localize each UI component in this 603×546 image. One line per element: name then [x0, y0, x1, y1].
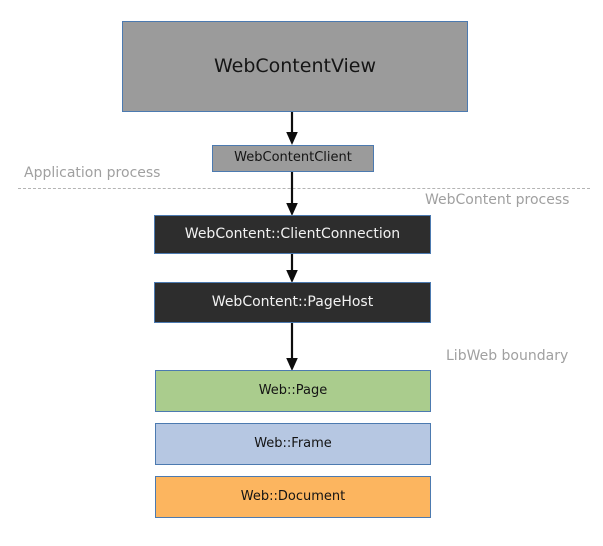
node-pagehost-label: WebContent::PageHost: [211, 294, 374, 311]
node-webcontentview[interactable]: WebContentView: [122, 21, 468, 112]
node-webpage-label: Web::Page: [258, 382, 328, 398]
process-boundary-divider: [18, 188, 590, 189]
node-webdocument-label: Web::Document: [240, 488, 346, 504]
node-webcontentclient[interactable]: WebContentClient: [212, 145, 374, 172]
connector-pagehost-to-webpage: [284, 322, 300, 372]
connector-webcontentclient-to-clientconnection: [284, 171, 300, 217]
label-application-process: Application process: [24, 165, 161, 181]
arrow-down-icon: [286, 322, 298, 371]
label-libweb-boundary: LibWeb boundary: [446, 348, 569, 364]
node-webframe-label: Web::Frame: [254, 435, 332, 451]
label-webcontent-process: WebContent process: [425, 192, 570, 208]
node-clientconnection-label: WebContent::ClientConnection: [184, 226, 401, 243]
node-webframe[interactable]: Web::Frame: [155, 423, 431, 465]
arrow-down-icon: [286, 111, 298, 145]
connector-clientconnection-to-pagehost: [284, 253, 300, 284]
node-pagehost[interactable]: WebContent::PageHost: [154, 282, 431, 323]
node-clientconnection[interactable]: WebContent::ClientConnection: [154, 215, 431, 254]
node-webcontentclient-label: WebContentClient: [234, 150, 352, 166]
node-webcontentview-label: WebContentView: [213, 54, 377, 77]
node-webpage[interactable]: Web::Page: [155, 370, 431, 412]
arrow-down-icon: [286, 171, 298, 216]
arrow-down-icon: [286, 253, 298, 283]
connector-webcontentview-to-webcontentclient: [284, 111, 300, 146]
node-webdocument[interactable]: Web::Document: [155, 476, 431, 518]
